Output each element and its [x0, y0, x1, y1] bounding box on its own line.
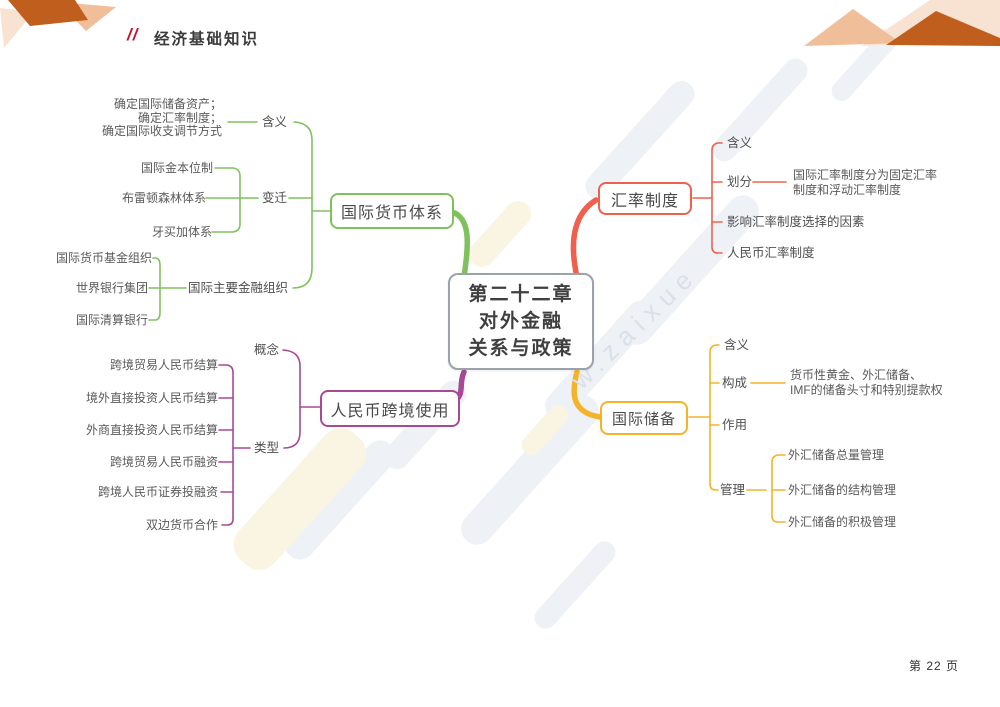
leaf-jamaica-system: 牙买加体系 [151, 225, 212, 239]
leaf-reserve-active-management: 外汇储备的积极管理 [788, 515, 897, 529]
node-meaning-label: 含义 [262, 115, 288, 129]
leaf-line: 确定国际储备资产； [113, 97, 222, 111]
node-rs-composition-label: 构成 [722, 376, 748, 390]
leaf-foreign-investment-settlement: 外商直接投资人民币结算 [85, 423, 218, 437]
node-rs-management-label: 管理 [720, 483, 746, 497]
leaf-world-bank: 世界银行集团 [75, 281, 148, 295]
topic-box-rmb-crossborder: 人民币跨境使用 [320, 390, 460, 427]
corner-decoration-top-right [804, 0, 1000, 46]
leaf-crossborder-trade-settlement: 跨境贸易人民币结算 [109, 358, 218, 372]
topic-box-monetary-system: 国际货币体系 [330, 193, 454, 229]
node-concept-label: 概念 [254, 343, 280, 357]
leaf-line: 确定汇率制度； [137, 110, 222, 125]
central-topic-line: 对外金融 [478, 311, 563, 332]
node-evolution-label: 变迁 [262, 191, 288, 205]
node-er-rmb-regime-label: 人民币汇率制度 [727, 246, 815, 260]
header-accent-slashes-icon: // [127, 25, 139, 44]
leaf-reserve-total-management: 外汇储备总量管理 [788, 448, 885, 462]
corner-decoration-top-left [0, 0, 116, 48]
node-er-meaning-label: 含义 [727, 136, 753, 150]
node-er-factors-label: 影响汇率制度选择的因素 [727, 215, 865, 229]
node-types-label: 类型 [254, 441, 280, 455]
leaf-bretton-woods: 布雷顿森林体系 [121, 191, 206, 205]
leaf-reserve-structure-management: 外汇储备的结构管理 [788, 483, 897, 497]
node-rs-role-label: 作用 [722, 418, 748, 432]
topic-box-reserves: 国际储备 [600, 401, 688, 435]
watermark-shapes [233, 28, 899, 629]
node-er-division-label: 划分 [727, 175, 753, 189]
leaf-securities-financing: 跨境人民币证券投融资 [97, 485, 218, 499]
page-title: 经济基础知识 [154, 31, 260, 48]
branch-lines-reserves [571, 344, 786, 523]
leaf-gold-standard: 国际金本位制 [140, 161, 213, 175]
page-number: 第 22 页 [909, 659, 960, 673]
central-topic-box: 第二十二章 对外金融 关系与政策 [448, 273, 594, 370]
leaf-line: 货币性黄金、外汇储备、 [790, 368, 923, 382]
leaf-er-division-detail: 国际汇率制度分为固定汇率 制度和浮动汇率制度 [793, 168, 937, 198]
leaf-imf: 国际货币基金组织 [55, 251, 152, 265]
leaf-outbound-investment-settlement: 境外直接投资人民币结算 [85, 391, 218, 405]
leaf-line: 确定国际收支调节方式 [101, 124, 222, 138]
topic-box-exchange-rate: 汇率制度 [598, 182, 692, 215]
leaf-meaning-detail: 确定国际储备资产； 确定汇率制度； 确定国际收支调节方式 [101, 97, 222, 139]
leaf-rs-composition-detail: 货币性黄金、外汇储备、 IMF的储备头寸和特别提款权 [790, 368, 943, 398]
node-organizations-label: 国际主要金融组织 [188, 281, 289, 295]
branch-lines-monetary-system [148, 121, 470, 321]
central-topic-line: 第二十二章 [468, 284, 574, 305]
leaf-bilateral-currency-cooperation: 双边货币合作 [145, 518, 218, 532]
central-topic-line: 关系与政策 [468, 338, 574, 359]
leaf-bis: 国际清算银行 [75, 313, 148, 327]
node-rs-meaning-label: 含义 [724, 338, 750, 352]
leaf-line: 制度和浮动汇率制度 [793, 183, 902, 197]
branch-lines-exchange-rate [570, 142, 787, 280]
leaf-crossborder-trade-financing: 跨境贸易人民币融资 [109, 455, 218, 469]
leaf-line: 国际汇率制度分为固定汇率 [793, 168, 938, 182]
leaf-line: IMF的储备头寸和特别提款权 [790, 383, 943, 397]
